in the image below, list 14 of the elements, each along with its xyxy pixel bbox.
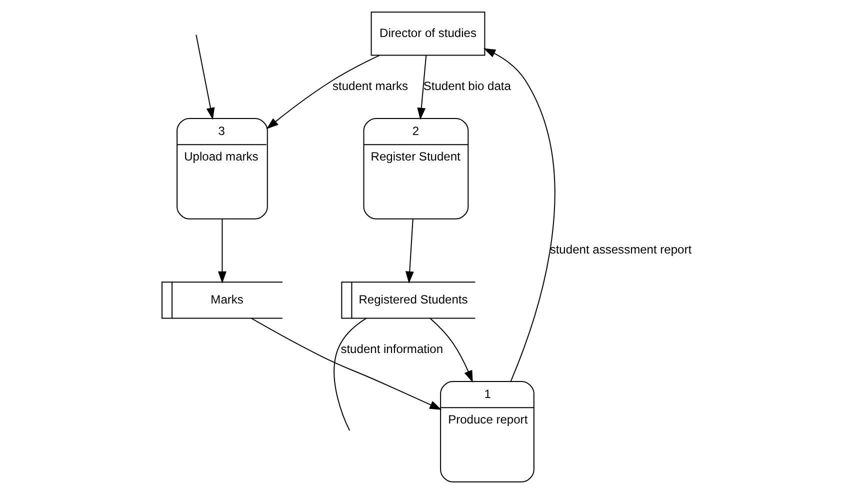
edge-label: student assessment report xyxy=(550,242,692,257)
arrow xyxy=(251,318,442,410)
arrow xyxy=(196,34,215,120)
arrow xyxy=(405,219,414,284)
connector xyxy=(334,318,367,431)
arrow xyxy=(430,318,473,383)
arrow xyxy=(266,55,380,130)
arrow xyxy=(483,48,556,382)
node-box: Director of studies xyxy=(370,12,486,56)
edge-label: student marks xyxy=(332,79,408,94)
edge-label: Student bio data xyxy=(423,79,511,94)
edge-label: student information xyxy=(340,342,444,356)
arrow xyxy=(417,55,427,120)
arrow xyxy=(218,219,226,284)
